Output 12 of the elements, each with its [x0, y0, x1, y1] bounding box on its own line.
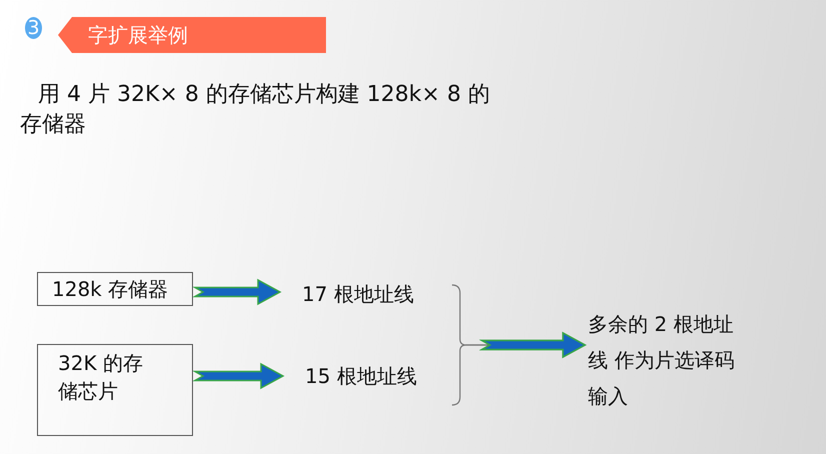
node-label: 17 根地址线 [302, 281, 414, 308]
memory-box [37, 272, 193, 306]
arrow [192, 362, 285, 390]
title-banner: 字扩展举例 [58, 17, 326, 53]
node-label: 128k 存储器 [52, 276, 170, 303]
node-label: 32K 的存储芯片 [58, 350, 144, 405]
number-badge: 3 [25, 17, 42, 39]
description-text: 用 4 片 32K× 8 的存储芯片构建 128k× 8 的存储器 [20, 81, 491, 139]
node-label: 15 根地址线 [305, 363, 417, 390]
memory-box [37, 344, 193, 436]
arrow [192, 278, 282, 306]
node-label: 多余的 2 根地址线 作为片选译码输入 [588, 311, 736, 410]
